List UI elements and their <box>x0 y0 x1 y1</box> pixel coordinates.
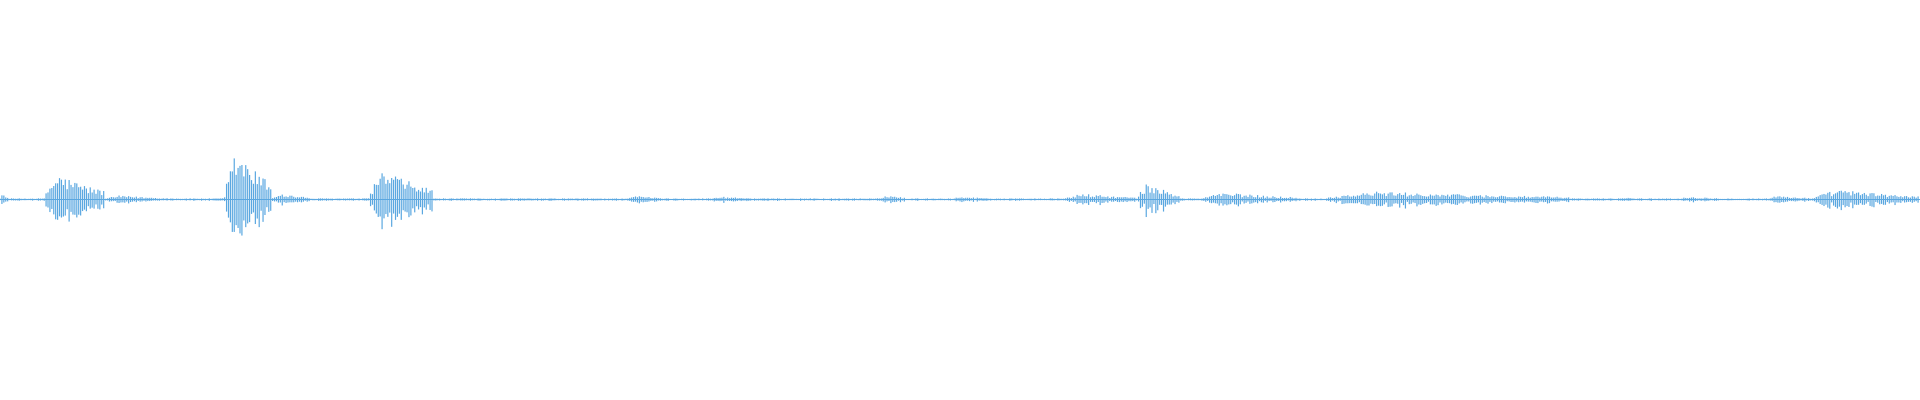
waveform-series <box>0 158 1919 236</box>
